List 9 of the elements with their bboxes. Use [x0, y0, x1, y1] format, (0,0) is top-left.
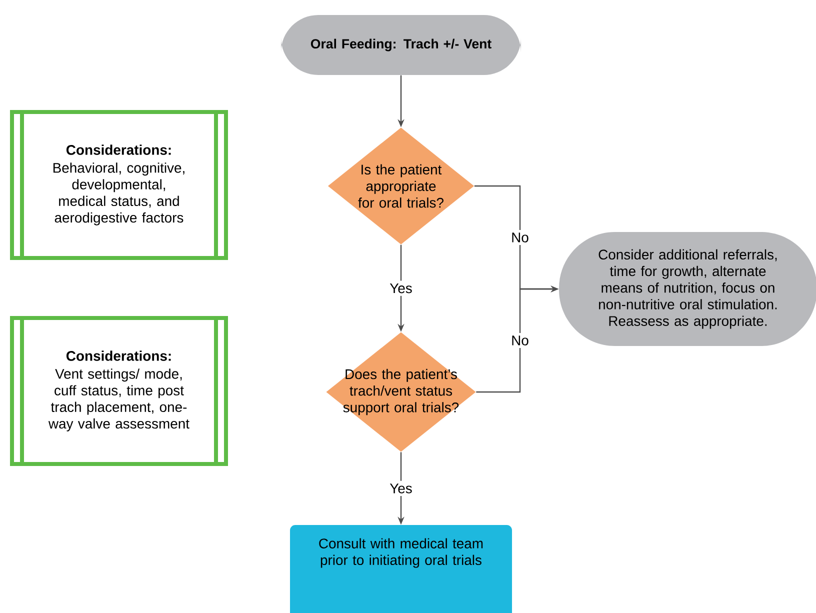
edge-label: No: [508, 332, 532, 348]
terminal-box: Consider additional referrals, time for growth, alternate means of nutrition, focus on non-nutritive oral stimulation. Reassess as appropriate.: [559, 232, 816, 346]
considerations-box: Considerations: Behavioral, cognitive, developmental, medical status, and aerodigestive factors: [10, 110, 228, 260]
edge-label: No: [508, 230, 532, 246]
considerations-box: Considerations: Vent settings/ mode, cuff status, time post trach placement, one-way valve assessment: [10, 316, 228, 466]
start-terminal: Oral Feeding: Trach +/- Vent: [281, 15, 521, 75]
edge-label: Yes: [386, 480, 416, 496]
process-box: Consult with medical team prior to initiating oral trials: [290, 525, 512, 613]
edge-label: Yes: [386, 280, 416, 296]
